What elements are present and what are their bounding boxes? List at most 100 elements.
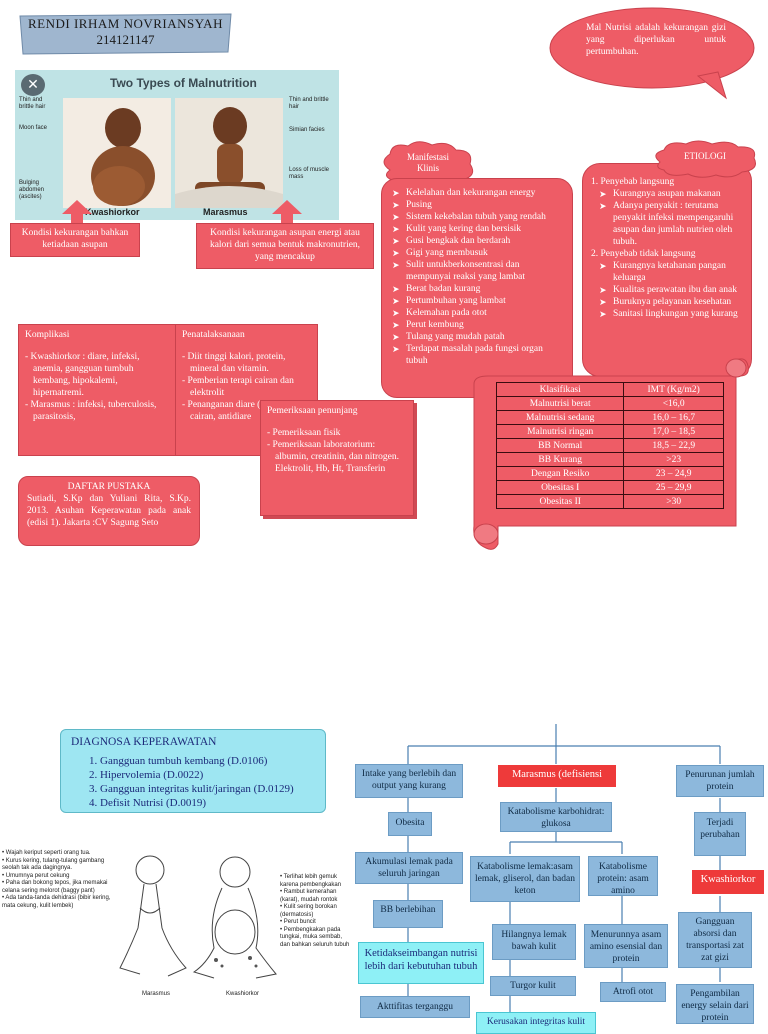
- list-item: Tulang yang mudah patah: [392, 331, 564, 343]
- flow-intake: Intake yang berlebih dan output yang kur…: [355, 764, 463, 798]
- flow-hilangnya-lemak: Hilangnya lemak bawah kulit: [492, 924, 576, 960]
- table-cell: Malnutrisi ringan: [495, 424, 625, 439]
- list-item: - Marasmus : infeksi, tuberculosis, para…: [25, 400, 157, 422]
- flow-ketidakseimbangan: Ketidakseimbangan nutrisi lebih dari keb…: [358, 942, 484, 984]
- etiologi-title: ETIOLOGI: [684, 151, 726, 161]
- table-cell: 18,5 – 22,9: [623, 438, 724, 453]
- list-item: Terdapat masalah pada fungsi organ tubuh: [392, 343, 564, 367]
- flow-gangguan-absorsi: Gangguan absorsi dan transportasi zat za…: [678, 912, 752, 968]
- list-item: • Kurus kering, tulang-tulang gambang se…: [2, 857, 105, 872]
- flow-marasmus: Marasmus (defisiensi: [498, 765, 616, 787]
- list-item: 3. Gangguan integritas kulit/jaringan (D…: [89, 783, 294, 795]
- flow-kwashiorkor: Kwashiorkor: [692, 870, 764, 894]
- illustration-title: Two Types of Malnutrition: [110, 76, 257, 90]
- kwashiorkor-definition: Kondisi kekurangan bahkan ketiadaan asup…: [10, 223, 140, 257]
- table-cell: BB Normal: [495, 438, 625, 453]
- etiologi-heading-1: 1. Penyebab langsung: [591, 177, 675, 187]
- list-item: Sulit untukberkonsentrasi dan mempunyai …: [392, 259, 564, 283]
- student-nim: 214121147: [96, 32, 155, 47]
- list-item: Kurangnya ketahanan pangan keluarga: [599, 260, 743, 284]
- list-item: • Kulit sering borokan (dermatosis): [280, 904, 337, 918]
- list-item: Pertumbuhan yang lambat: [392, 295, 564, 307]
- flow-akumulasi: Akumulasi lemak pada seluruh jaringan: [355, 852, 463, 884]
- list-item: Kualitas perawatan ibu dan anak: [599, 284, 743, 296]
- table-cell: <16,0: [623, 396, 724, 411]
- list-item: Gigi yang membusuk: [392, 247, 564, 259]
- kwashiorkor-photo: [63, 98, 171, 208]
- list-item: Gusi bengkak dan berdarah: [392, 235, 564, 247]
- list-item: - Kwashiorkor : diare, infeksi, anemia, …: [25, 352, 140, 398]
- komplikasi-title: Komplikasi: [25, 330, 70, 340]
- flow-bb: BB berlebihan: [373, 900, 443, 928]
- list-item: • Terlihat lebih gemuk karena pembengkak…: [280, 874, 342, 888]
- komplikasi-panel: Komplikasi - Kwashiorkor : diare, infeks…: [18, 324, 176, 456]
- pemeriksaan-panel: Pemeriksaan penunjang - Pemeriksaan fisi…: [260, 400, 414, 516]
- table-cell: Obesitas I: [495, 480, 625, 495]
- flow-atrofi: Atrofi otot: [600, 982, 666, 1002]
- flow-obesita: Obesita: [388, 812, 432, 836]
- pemeriksaan-title: Pemeriksaan penunjang: [267, 406, 358, 416]
- manifestasi-list: Kelelahan dan kekurangan energy Pusing S…: [392, 187, 564, 367]
- student-name: RENDI IRHAM NOVRIANSYAH: [28, 16, 223, 31]
- table-row: Obesitas II>30: [495, 494, 724, 509]
- table-header: Klasifikasi: [495, 382, 625, 397]
- flow-asam-amino: Menurunnya asam amino esensial dan prote…: [584, 924, 668, 968]
- etiologi-list-1: Kurangnya asupan makanan Adanya penyakit…: [599, 188, 743, 248]
- marasmus-photo: [175, 98, 283, 208]
- list-item: Berat badan kurang: [392, 283, 564, 295]
- left-label-3: Bulging abdomen (ascites): [19, 180, 45, 200]
- flow-katabolisme-kh: Katabolisme karbohidrat: glukosa: [500, 802, 612, 832]
- etiologi-list-2: Kurangnya ketahanan pangan keluarga Kual…: [599, 260, 743, 320]
- list-item: • Wajah keriput seperti orang tua.: [2, 850, 91, 856]
- table-cell: 23 – 24,9: [623, 466, 724, 481]
- manifestasi-title: Manifestasi Klinis: [407, 152, 449, 173]
- flow-perubahan: Terjadi perubahan: [694, 812, 746, 856]
- etiologi-panel: 1. Penyebab langsung Kurangnya asupan ma…: [582, 163, 752, 377]
- list-item: • Pembengkakan pada tungkai, muka sembab…: [280, 926, 350, 948]
- flow-pengambilan-energy: Pengambilan energy selain dari protein: [676, 984, 754, 1024]
- list-item: Buruknya pelayanan kesehatan: [599, 296, 743, 308]
- table-cell: 16,0 – 16,7: [623, 410, 724, 425]
- table-cell: >23: [623, 452, 724, 467]
- arrow-up-icon: [62, 200, 92, 224]
- table-cell: 17,0 – 18,5: [623, 424, 724, 439]
- marasmus-definition: Kondisi kekurangan asupan energi atau ka…: [196, 223, 374, 269]
- marasmus-figure-label: Marasmus: [142, 991, 171, 997]
- arrow-up-icon: [272, 200, 302, 224]
- daftar-title: DAFTAR PUSTAKA: [67, 482, 151, 492]
- kwashiorkor-figure-label: Kwashiorkor: [226, 991, 260, 997]
- list-item: - Pemeriksaan laboratorium: albumin, cre…: [267, 440, 399, 474]
- left-label-1: Thin and brittle hair: [19, 97, 46, 110]
- penatalaksanaan-title: Penatalaksanaan: [182, 330, 245, 340]
- flow-connectors: [407, 724, 721, 1012]
- flow-penurunan: Penurunan jumlah protein: [676, 765, 764, 797]
- list-item: • Paha dan bokong tepos, jika memakai ce…: [2, 880, 108, 894]
- list-item: Adanya penyakit : terutama penyakit infe…: [599, 200, 743, 248]
- diagnosa-panel: DIAGNOSA KEPERAWATAN 1. Gangguan tumbuh …: [60, 729, 326, 813]
- malnutrition-illustration: ✕ Two Types of Malnutrition Thin and bri…: [15, 70, 339, 220]
- table-row: Malnutrisi berat<16,0: [495, 396, 724, 411]
- child-sketch: [119, 855, 277, 979]
- right-label-2: Simian facies: [289, 127, 325, 133]
- flow-aktifitas: Akttifitas terganggu: [360, 996, 470, 1018]
- daftar-pustaka-panel: DAFTAR PUSTAKA Sutiadi, S.Kp dan Yuliani…: [18, 476, 200, 546]
- diagnosa-title: DIAGNOSA KEPERAWATAN: [71, 736, 217, 748]
- close-icon: ✕: [21, 74, 45, 96]
- flow-kerusakan: Kerusakan integritas kulit: [476, 1012, 596, 1034]
- list-item: Kelemahan pada otot: [392, 307, 564, 319]
- list-item: • Rambut kemerahan (karat), mudah rontok: [280, 889, 338, 903]
- right-label-3: Loss of muscle mass: [289, 167, 330, 180]
- list-item: Sanitasi lingkungan yang kurang: [599, 308, 743, 320]
- table-cell: Malnutrisi berat: [495, 396, 625, 411]
- marasmus-notes: • Wajah keriput seperti orang tua. • Kur…: [2, 850, 112, 910]
- definition-bubble: Mal Nutrisi adalah kekurangan gizi yang …: [548, 6, 756, 100]
- definition-text: Mal Nutrisi adalah kekurangan gizi yang …: [586, 23, 726, 57]
- table-cell: Malnutrisi sedang: [495, 410, 625, 425]
- list-item: • Perut buncit: [280, 919, 316, 925]
- etiologi-cloud: ETIOLOGI: [650, 140, 760, 178]
